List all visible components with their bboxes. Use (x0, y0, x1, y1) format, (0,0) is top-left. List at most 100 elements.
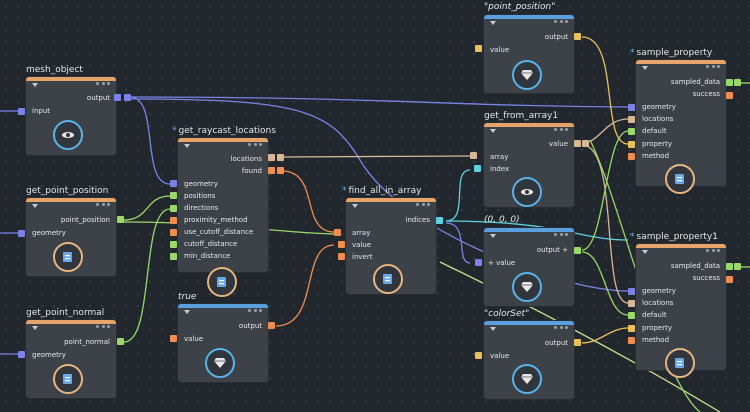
socket-directions[interactable] (170, 205, 177, 212)
socket-value[interactable] (475, 352, 482, 359)
socket-index[interactable] (474, 165, 481, 172)
node-title-mesh-object: mesh_object (26, 65, 83, 75)
collapse-icon[interactable] (642, 250, 648, 254)
socket-geometry[interactable] (628, 104, 635, 111)
socket-cutoff-distance[interactable] (170, 241, 177, 248)
socket-value[interactable] (338, 241, 345, 248)
socket-default[interactable] (628, 312, 635, 319)
port-array-label: array (352, 229, 371, 237)
socket-locations[interactable] (628, 300, 635, 307)
menu-icon[interactable] (554, 233, 568, 237)
collapse-icon[interactable] (490, 21, 496, 25)
node-header (484, 228, 574, 232)
collapse-icon[interactable] (490, 234, 496, 238)
menu-icon[interactable] (248, 309, 262, 313)
socket-default[interactable] (628, 128, 635, 135)
port-locations-label: locations (642, 115, 674, 123)
socket-success[interactable] (726, 276, 733, 283)
node-true[interactable]: output value (178, 304, 268, 382)
collapse-icon[interactable] (352, 204, 358, 208)
node-vector[interactable]: output + + value (484, 228, 574, 306)
socket-output[interactable] (574, 339, 581, 346)
socket-proximity-method[interactable] (170, 217, 177, 224)
socket-locations[interactable] (268, 154, 275, 161)
node-title-find-all-in-array: *find_all_in_array (342, 186, 422, 196)
socket-value[interactable] (574, 140, 581, 147)
collapse-icon[interactable] (32, 204, 38, 208)
wire-vec-to-default1 (581, 251, 629, 316)
collapse-icon[interactable] (184, 144, 190, 148)
socket-sampled-data-linked[interactable] (734, 263, 741, 270)
menu-icon[interactable] (96, 203, 110, 207)
node-mesh-object[interactable]: output input (26, 77, 116, 155)
socket-output[interactable] (114, 94, 121, 101)
menu-icon[interactable] (96, 82, 110, 86)
socket-sampled-data[interactable] (726, 263, 733, 270)
socket-point-normal[interactable] (117, 338, 124, 345)
mesh-eye-icon (512, 177, 542, 207)
port-output-label: output (544, 339, 568, 347)
node-get-raycast-locations[interactable]: locations found geometry positions direc… (178, 138, 268, 272)
socket-value[interactable] (475, 259, 482, 266)
socket-min-distance[interactable] (170, 253, 177, 260)
socket-input[interactable] (18, 108, 25, 115)
socket-output[interactable] (574, 33, 581, 40)
socket-use-cutoff-distance[interactable] (170, 229, 177, 236)
socket-array[interactable] (334, 229, 341, 236)
socket-geometry[interactable] (170, 180, 177, 187)
node-get-from-array1[interactable]: value array index (484, 123, 574, 207)
node-colorset[interactable]: output value (484, 321, 574, 399)
port-sampled-data-label: sampled_data (670, 78, 720, 86)
node-get-point-position[interactable]: point_position geometry (26, 198, 116, 276)
menu-icon[interactable] (554, 326, 568, 330)
socket-geometry[interactable] (18, 351, 25, 358)
socket-output[interactable] (574, 247, 581, 254)
collapse-icon[interactable] (642, 66, 648, 70)
socket-geometry[interactable] (628, 288, 635, 295)
socket-value[interactable] (475, 45, 482, 52)
socket-locations-linked[interactable] (277, 154, 284, 161)
socket-found[interactable] (268, 167, 275, 174)
wire-point-normal-to-directions (123, 208, 171, 343)
collapse-icon[interactable] (32, 83, 38, 87)
collapse-icon[interactable] (490, 129, 496, 133)
socket-success[interactable] (726, 92, 733, 99)
socket-invert[interactable] (338, 253, 345, 260)
node-graph-icon (665, 164, 695, 194)
menu-icon[interactable] (554, 128, 568, 132)
socket-positions[interactable] (170, 192, 177, 199)
socket-output-linked[interactable] (124, 94, 131, 101)
menu-icon[interactable] (554, 20, 568, 24)
port-use-cutoff-distance-label: use_cutoff_distance (184, 228, 254, 236)
collapse-icon[interactable] (32, 326, 38, 330)
port-array-label: array (490, 153, 509, 161)
menu-icon[interactable] (248, 143, 262, 147)
collapse-icon[interactable] (490, 327, 496, 331)
node-point-position-string[interactable]: output value (484, 15, 574, 93)
socket-locations[interactable] (628, 116, 635, 123)
menu-icon[interactable] (706, 249, 720, 253)
gem-icon (512, 272, 542, 302)
socket-property[interactable] (628, 141, 635, 148)
socket-sampled-data-linked[interactable] (734, 79, 741, 86)
node-get-point-normal[interactable]: point_normal geometry (26, 320, 116, 398)
socket-geometry[interactable] (18, 230, 25, 237)
collapse-icon[interactable] (184, 310, 190, 314)
socket-value[interactable] (170, 335, 177, 342)
socket-array[interactable] (470, 152, 477, 159)
menu-icon[interactable] (706, 65, 720, 69)
socket-method[interactable] (628, 153, 635, 160)
socket-found-linked[interactable] (277, 167, 284, 174)
menu-icon[interactable] (416, 203, 430, 207)
socket-method[interactable] (628, 337, 635, 344)
menu-icon[interactable] (96, 325, 110, 329)
socket-value-linked[interactable] (582, 140, 589, 147)
node-find-all-in-array[interactable]: indices array value invert (346, 198, 436, 294)
socket-output[interactable] (268, 322, 275, 329)
socket-sampled-data[interactable] (726, 79, 733, 86)
socket-point-position[interactable] (117, 216, 124, 223)
socket-indices[interactable] (436, 217, 443, 224)
socket-property[interactable] (628, 325, 635, 332)
gem-icon (512, 60, 542, 90)
